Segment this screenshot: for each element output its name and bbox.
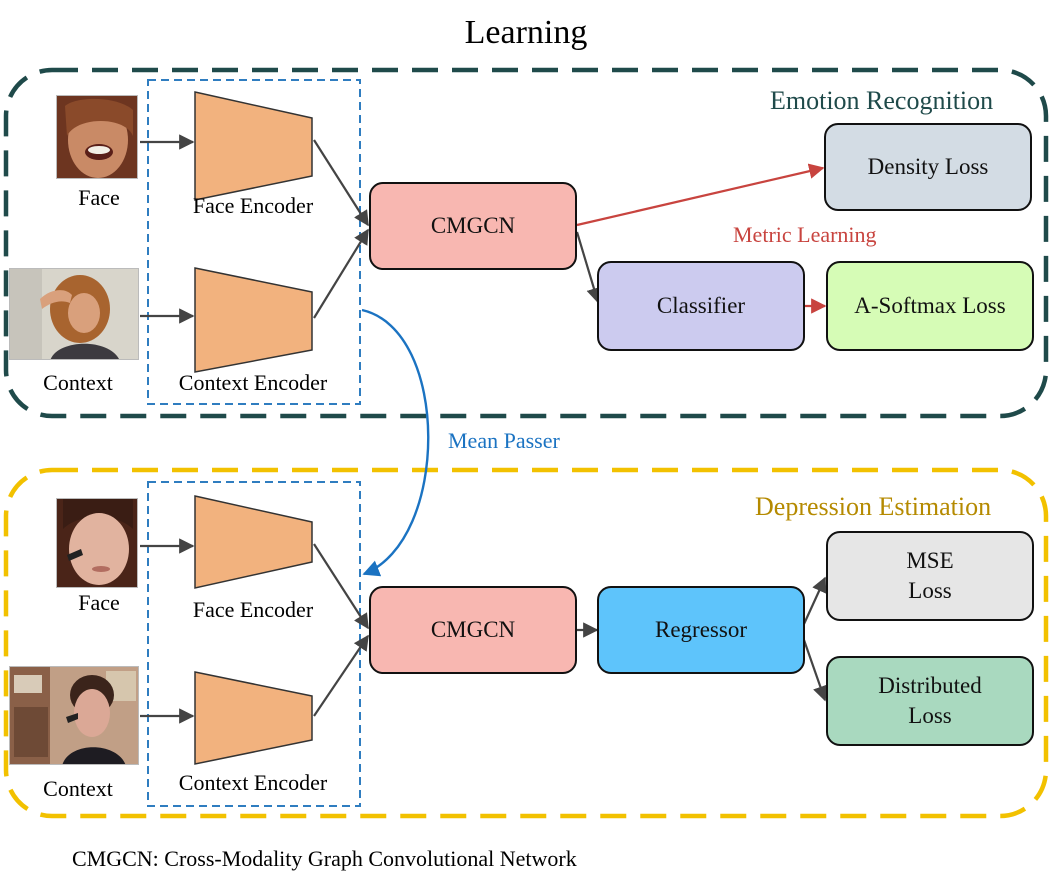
asoftmax-loss-label: A-Softmax Loss [854, 293, 1006, 318]
mse-loss-line2: Loss [908, 578, 952, 603]
emotion-section-title: Emotion Recognition [770, 86, 994, 115]
depression-encoder-group [147, 481, 361, 807]
emotion-encoder-group [147, 79, 361, 405]
emotion-face-label: Face [78, 185, 120, 210]
depression-section-title: Depression Estimation [755, 492, 992, 521]
depression-context-label: Context [43, 776, 113, 801]
distributed-loss-line1: Distributed [878, 673, 982, 698]
emotion-cmgcn-box: CMGCN [369, 182, 577, 270]
depression-face-encoder-label: Face Encoder [192, 597, 314, 622]
emotion-section-frame [3, 67, 1049, 419]
emotion-cmgcn-label: CMGCN [430, 213, 516, 238]
density-loss-box: Density Loss [824, 123, 1032, 211]
depression-context-encoder-shape [194, 671, 313, 765]
emotion-context-encoder-shape [194, 267, 313, 373]
regressor-label: Regressor [655, 617, 747, 642]
emotion-face-encoder-shape [194, 91, 313, 201]
depression-section-frame [3, 467, 1049, 819]
diagram-title: Learning [464, 14, 588, 51]
classifier-box: Classifier [597, 261, 805, 351]
distributed-loss-box: Distributed Loss [826, 656, 1034, 746]
depression-face-encoder-shape [194, 495, 313, 589]
footer-caption: CMGCN: Cross-Modality Graph Convolutiona… [72, 846, 577, 871]
mse-loss-box: MSE Loss [826, 531, 1034, 621]
mean-passer-arrow [361, 308, 430, 577]
depression-context-image [9, 666, 139, 765]
mse-loss-line1: MSE [906, 548, 954, 573]
mean-passer-label: Mean Passer [448, 428, 560, 453]
emotion-face-encoder-label: Face Encoder [192, 193, 314, 218]
emotion-face-image [56, 95, 138, 179]
emotion-context-label: Context [43, 370, 113, 395]
depression-cmgcn-box: CMGCN [369, 586, 577, 674]
emotion-context-image [9, 268, 139, 360]
asoftmax-loss-box: A-Softmax Loss [826, 261, 1034, 351]
depression-face-image [56, 498, 138, 588]
emotion-context-encoder-label: Context Encoder [178, 370, 328, 395]
depression-context-encoder-label: Context Encoder [178, 770, 328, 795]
density-loss-label: Density Loss [867, 154, 989, 179]
classifier-label: Classifier [656, 293, 746, 318]
depression-cmgcn-label: CMGCN [430, 617, 516, 642]
depression-face-label: Face [78, 590, 120, 615]
distributed-loss-line2: Loss [908, 703, 952, 728]
metric-learning-label: Metric Learning [733, 222, 877, 247]
regressor-box: Regressor [597, 586, 805, 674]
